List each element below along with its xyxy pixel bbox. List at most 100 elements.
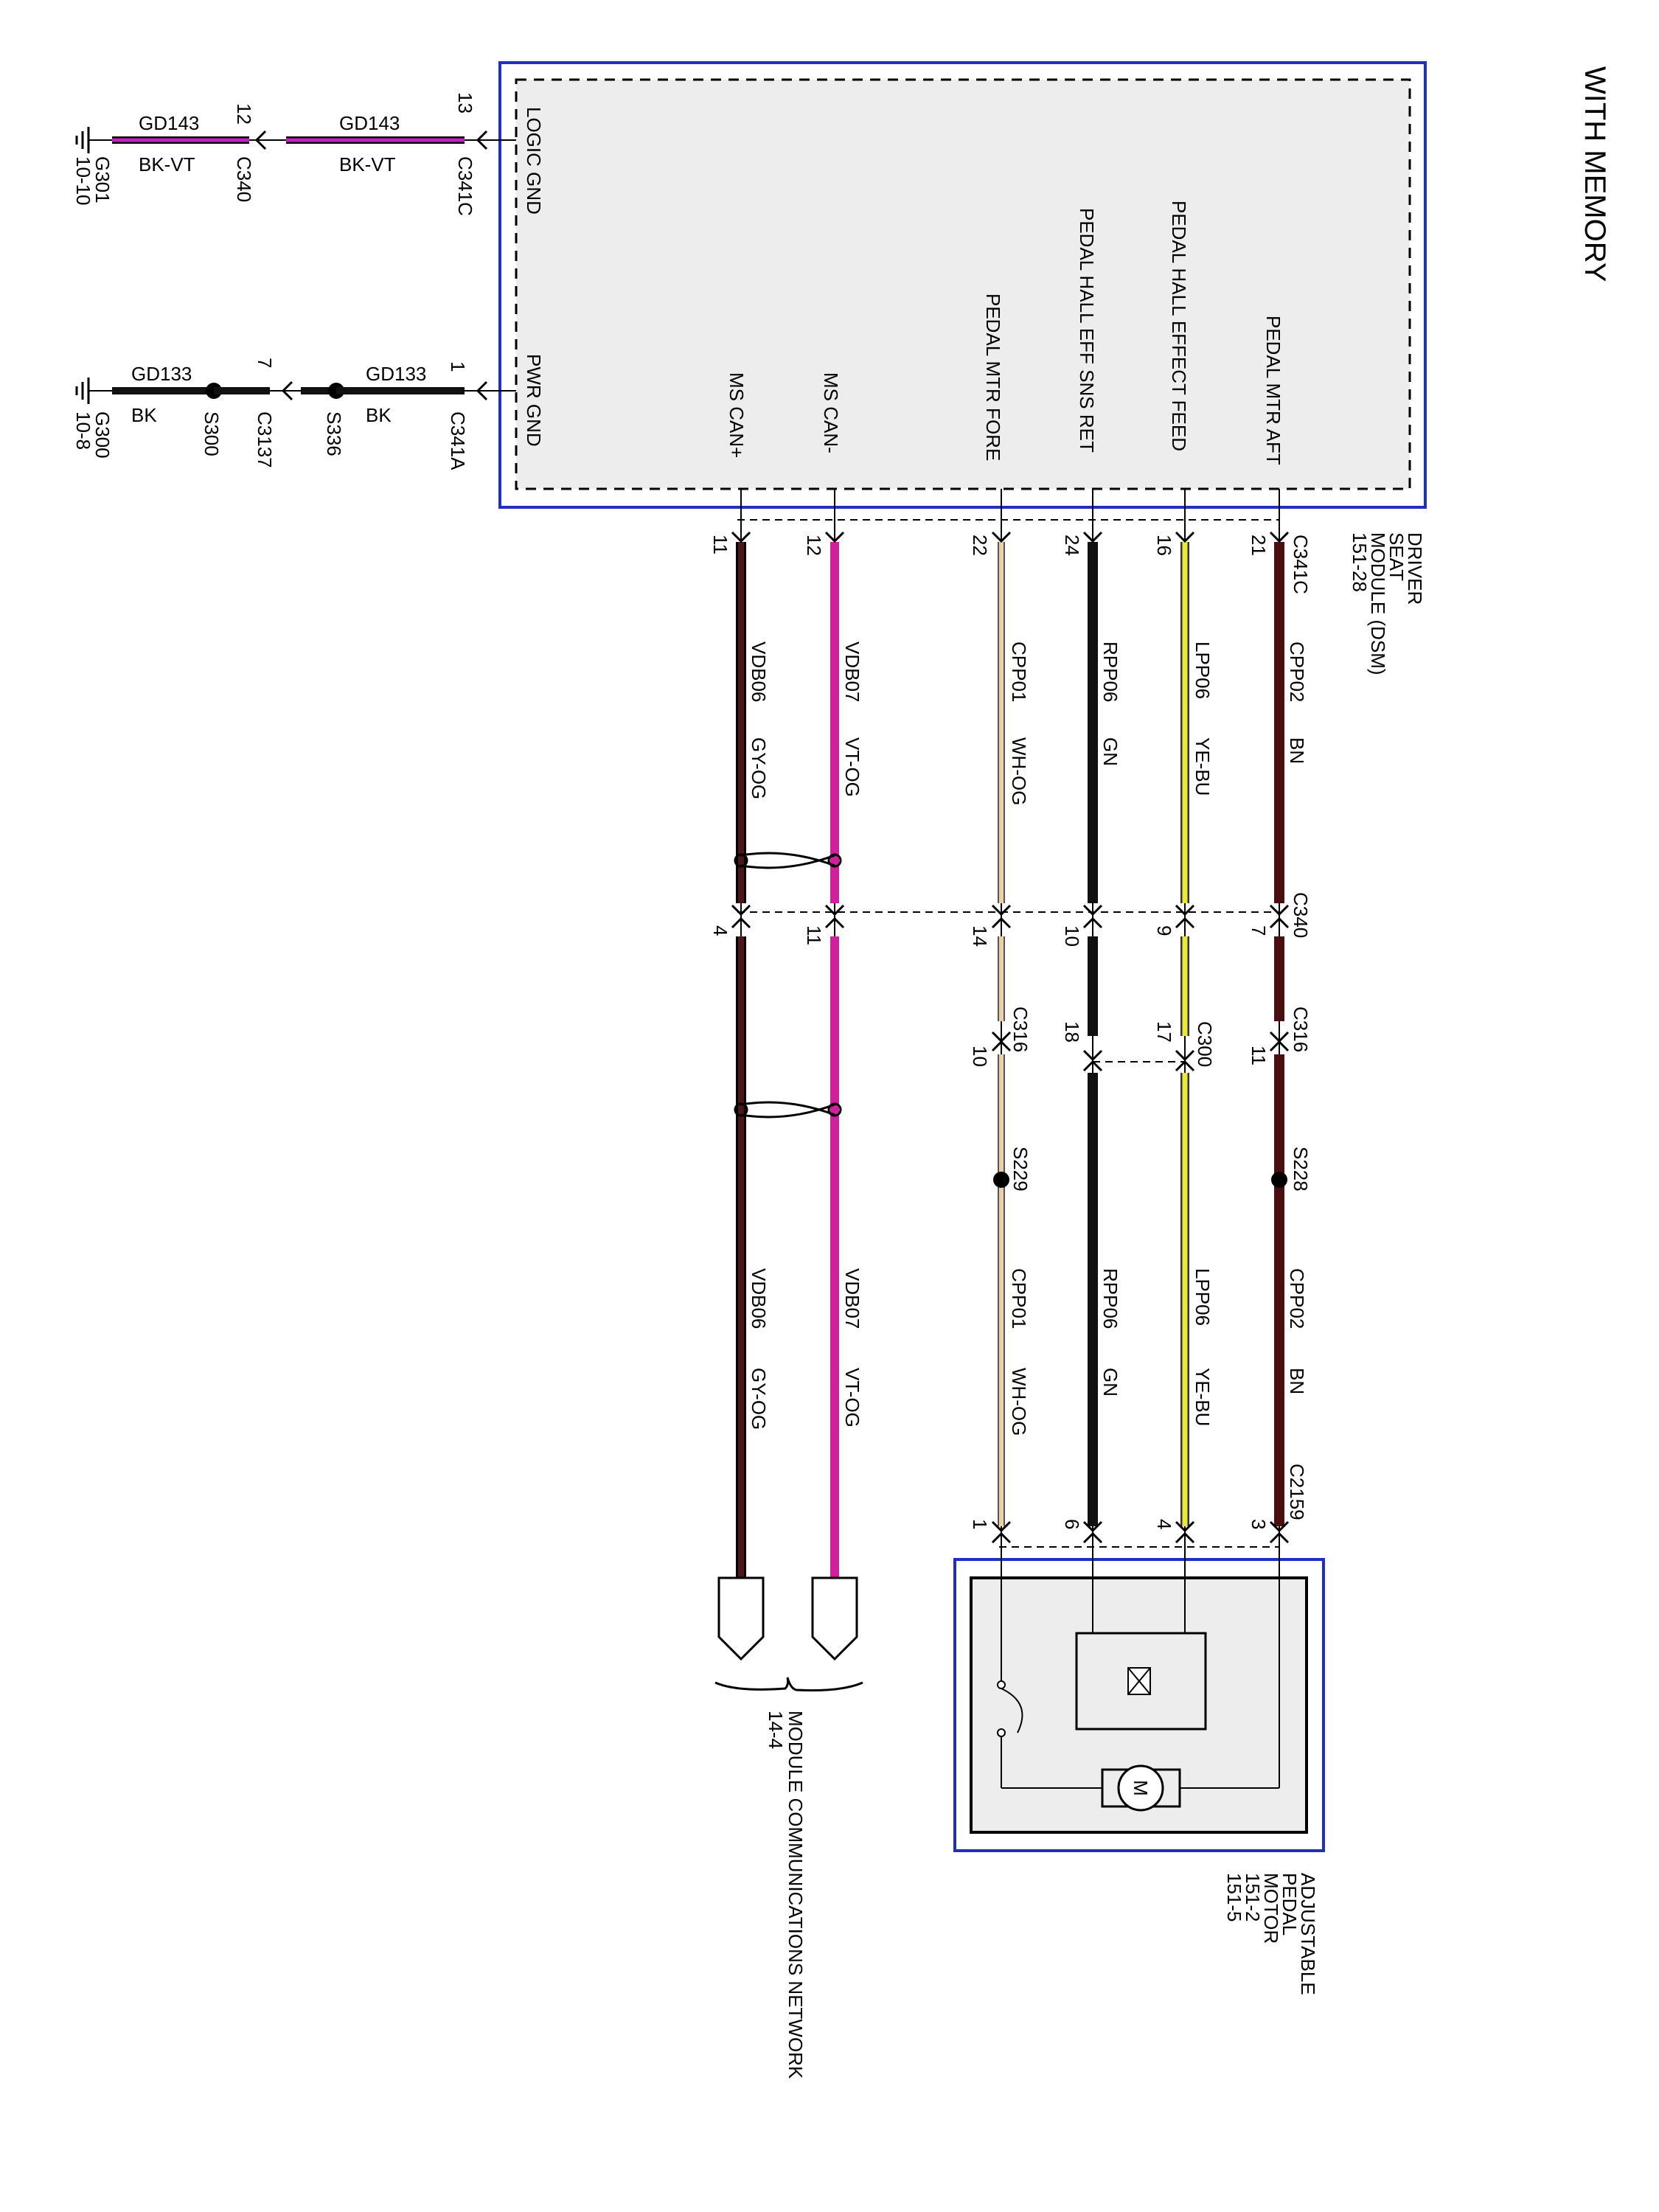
motor-name-line1: ADJUSTABLE (1297, 1873, 1319, 1995)
dsm-pin-16: 16 (1153, 535, 1175, 556)
network-ref: 14-4 (765, 1711, 787, 1749)
dsm-pin-21: 21 (1248, 535, 1270, 556)
motor-pin-3: 3 (1248, 1519, 1270, 1529)
motor-symbol: M (1130, 1780, 1152, 1796)
dsm-pin-22: 22 (969, 535, 991, 556)
fore-color-lower: WH-OG (1008, 1368, 1030, 1436)
c340-arrow (254, 130, 267, 150)
dsm-pin-ms-can-plus: MS CAN+ (726, 372, 748, 458)
dsm-name-line2: SEAT (1385, 532, 1408, 581)
c340-pin-9: 9 (1153, 925, 1175, 936)
logic-pin-a: 12 (233, 103, 255, 125)
pwr-color-b: BK (366, 404, 392, 426)
dsm-pin-11: 11 (709, 535, 731, 554)
twisted-pair-marker-1 (734, 852, 842, 869)
can-plus-color-upper: GY-OG (748, 737, 770, 799)
aft-circuit-upper: CPP02 (1286, 641, 1308, 702)
wire-can-plus (731, 489, 751, 1578)
c341c-arrow (476, 130, 488, 150)
c316-label-aft: C316 (1290, 1006, 1312, 1052)
can-minus-circuit-lower: VDB07 (841, 1268, 863, 1329)
logic-circuit-b: GD143 (339, 112, 400, 134)
pwr-splice-a: S300 (201, 411, 223, 456)
can-minus-color-upper: VT-OG (841, 737, 863, 797)
c341a-arrow (476, 380, 488, 401)
c340-pin-10: 10 (1061, 925, 1083, 947)
ret-circuit-lower: RPP06 (1099, 1268, 1121, 1329)
motor-name-line3: MOTOR (1260, 1873, 1282, 1944)
c340-pin-7: 7 (1248, 925, 1270, 936)
motor-ref2: 151-5 (1223, 1873, 1245, 1922)
can-minus-color-lower: VT-OG (841, 1368, 863, 1427)
ret-color-lower: GN (1099, 1368, 1121, 1397)
pwr-splice-b: S336 (323, 411, 345, 456)
motor-pin-1: 1 (969, 1519, 991, 1529)
page-title: WITH MEMORY (1579, 66, 1611, 282)
dsm-name-line3: MODULE (DSM) (1367, 532, 1389, 675)
s228-label: S228 (1290, 1147, 1312, 1192)
ret-circuit-upper: RPP06 (1099, 641, 1121, 702)
dsm-pin-pwr-gnd: PWR GND (523, 354, 545, 447)
motor-icon (1117, 1764, 1164, 1812)
pwr-conn-mid: C3137 (254, 411, 276, 468)
s229-label: S229 (1009, 1147, 1032, 1192)
can-minus-circuit-upper: VDB07 (841, 641, 863, 702)
dsm-pin-24: 24 (1061, 535, 1083, 556)
logic-pin-b: 13 (454, 92, 476, 114)
aft-c3-pin: 11 (1248, 1046, 1270, 1065)
power-ground-chain: GD133 BK GD133 BK S300 7 C3137 S336 1 C3… (72, 358, 516, 470)
dsm-pin-ms-can-minus: MS CAN- (820, 372, 842, 453)
dsm-module-inner (515, 78, 1411, 490)
wire-pedal-fore (991, 489, 1012, 1547)
network-label: MODULE COMMUNICATIONS NETWORK (785, 1711, 807, 2079)
c340-label: C340 (1290, 892, 1312, 938)
pwr-pin-b: 1 (447, 361, 469, 372)
splice-s229 (993, 1172, 1009, 1188)
can-plus-circuit-lower: VDB06 (748, 1268, 770, 1329)
c316-label-fore: C316 (1009, 1006, 1032, 1052)
logic-color-b: BK-VT (339, 153, 396, 175)
logic-ground-ref: 10-10 (72, 156, 94, 206)
c2159-label: C2159 (1286, 1464, 1308, 1520)
aft-circuit-lower: CPP02 (1286, 1268, 1308, 1329)
pwr-circuit-a: GD133 (131, 363, 192, 385)
aft-color-upper: BN (1286, 737, 1308, 764)
fore-circuit-upper: CPP01 (1008, 641, 1030, 702)
dsm-pin-logic-gnd: LOGIC GND (523, 107, 545, 215)
c340-pin-4: 4 (709, 925, 731, 936)
dsm-name-line1: DRIVER (1404, 532, 1426, 605)
wire-can-minus (824, 489, 845, 1578)
adjustable-pedal-motor: M (953, 1547, 1325, 1852)
motor-name-line2: PEDAL (1279, 1873, 1301, 1935)
feed-color-lower: YE-BU (1192, 1368, 1214, 1426)
pwr-pin-mid: 7 (254, 358, 276, 368)
motor-ref1: 151-2 (1242, 1873, 1264, 1922)
dsm-module-outline (498, 61, 1427, 509)
dsm-pin-pedal-mtr-aft: PEDAL MTR AFT (1262, 316, 1284, 465)
pwr-circuit-b: GD133 (366, 363, 426, 385)
pwr-ground-id: G300 (91, 411, 114, 459)
fore-circuit-lower: CPP01 (1008, 1268, 1030, 1329)
can-minus-terminal (811, 1576, 858, 1661)
logic-circuit-a: GD143 (139, 112, 199, 134)
pwr-color-a: BK (131, 404, 157, 426)
switch-arc (1001, 1688, 1023, 1733)
c340-pin-14: 14 (969, 925, 991, 947)
wire-pedal-feed (1175, 489, 1195, 1547)
c300-label: C300 (1194, 1021, 1216, 1067)
feed-c3-pin: 17 (1153, 1021, 1175, 1043)
splice-s228 (1271, 1172, 1287, 1188)
can-plus-circuit-upper: VDB06 (748, 641, 770, 702)
network-brace (714, 1677, 863, 1692)
pwr-ground-ref: 10-8 (72, 411, 94, 450)
c340-pin-11: 11 (803, 925, 825, 945)
fore-c3-pin: 10 (969, 1046, 991, 1067)
ground-symbol-g300 (75, 378, 90, 404)
logic-conn-a: C340 (233, 156, 255, 202)
wire-pedal-aft (1269, 489, 1290, 1547)
ret-color-upper: GN (1099, 737, 1121, 766)
dsm-pin-pedal-hall-eff-sns-ret: PEDAL HALL EFF SNS RET (1076, 208, 1098, 453)
dsm-pin-pedal-hall-effect-feed: PEDAL HALL EFFECT FEED (1168, 201, 1190, 451)
